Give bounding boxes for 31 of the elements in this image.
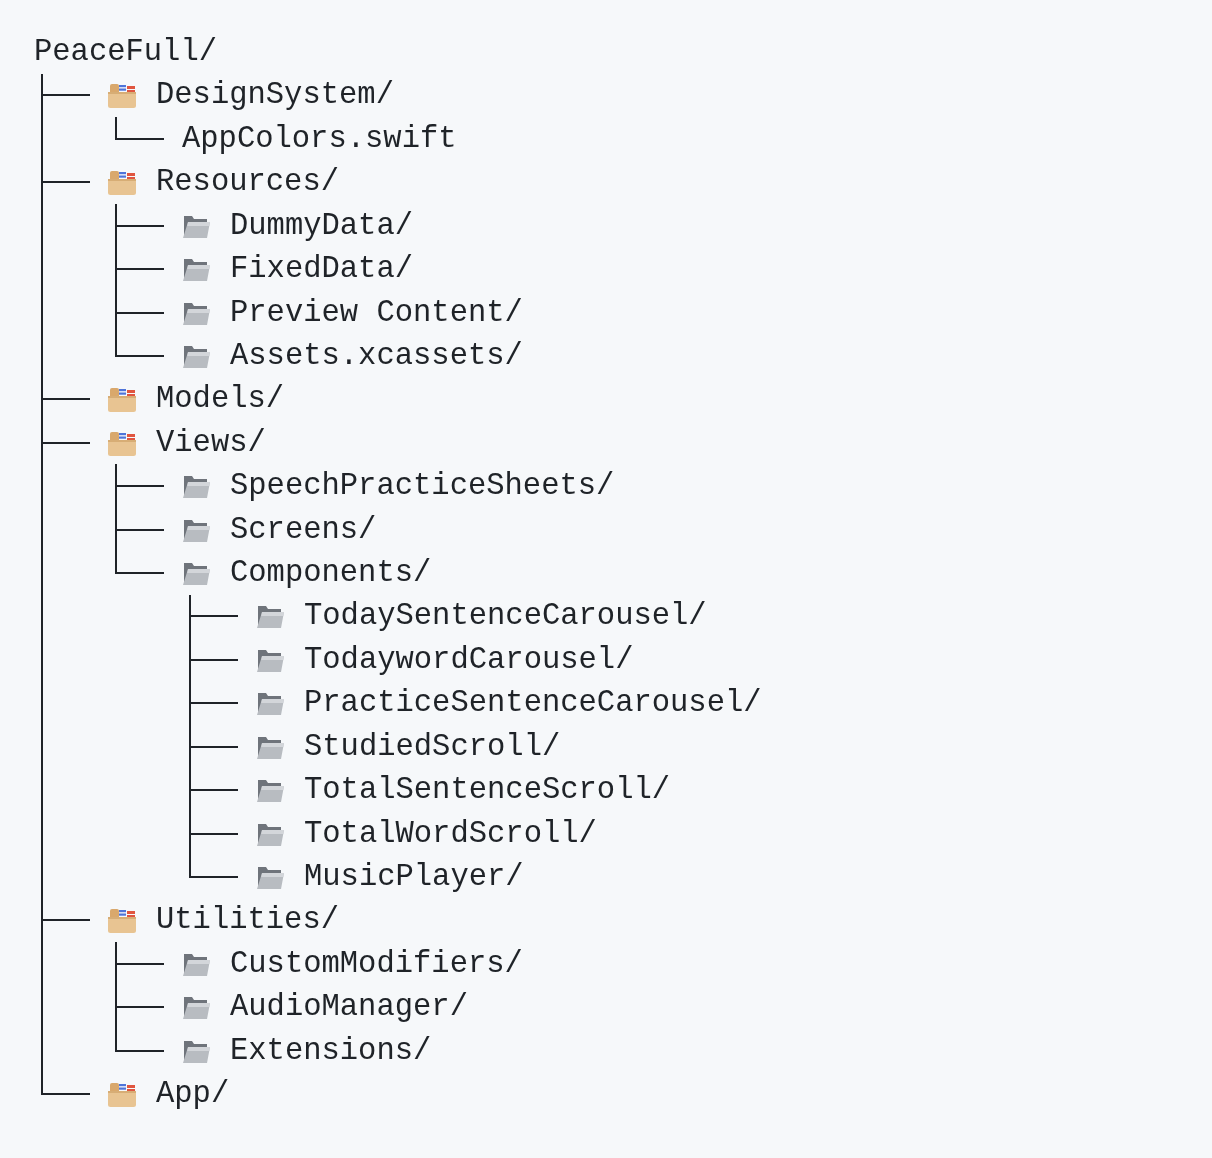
folder-name: DummyData/ [230,207,414,244]
folder-name: SpeechPracticeSheets/ [230,468,615,505]
tree-branch-line [115,941,165,1052]
folder-name: DesignSystem/ [156,77,394,114]
folder-name: Models/ [156,381,285,418]
folder-name: TodaywordCarousel/ [304,641,634,678]
folder-name: Components/ [230,555,432,591]
folder-name: CustomModifiers/ [230,945,523,982]
folder-name: App/ [156,1076,230,1113]
folder-name: TotalWordScroll/ [304,815,597,852]
folder-name: TodaySentenceCarousel/ [304,598,707,635]
folder-name: MusicPlayer/ [304,858,524,895]
folder-name: FixedData/ [230,251,414,288]
folder-name: Utilities/ [156,902,340,939]
folder-name: Assets.xcassets/ [230,337,523,374]
folder-name: TotalSentenceScroll/ [304,772,671,809]
folder-name: PracticeSentenceCarousel/ [304,685,762,722]
tree-branch-line [115,116,165,140]
folder-name: Resources/ [156,164,340,201]
tree-branch-line [115,463,165,575]
tree-branch-line [115,202,165,357]
file-name: AppColors.swift [182,120,457,157]
folder-name: Preview Content/ [230,294,523,331]
tree-branch-line [189,593,239,878]
folder-name: AudioManager/ [230,989,468,1026]
root-folder-name: PeaceFull/ [34,34,218,70]
folder-name: Views/ [156,424,266,461]
folder-name: StudiedScroll/ [304,728,561,765]
folder-name: Screens/ [230,511,377,548]
folder-name: Extensions/ [230,1032,432,1069]
tree-branch-line [41,72,91,1096]
